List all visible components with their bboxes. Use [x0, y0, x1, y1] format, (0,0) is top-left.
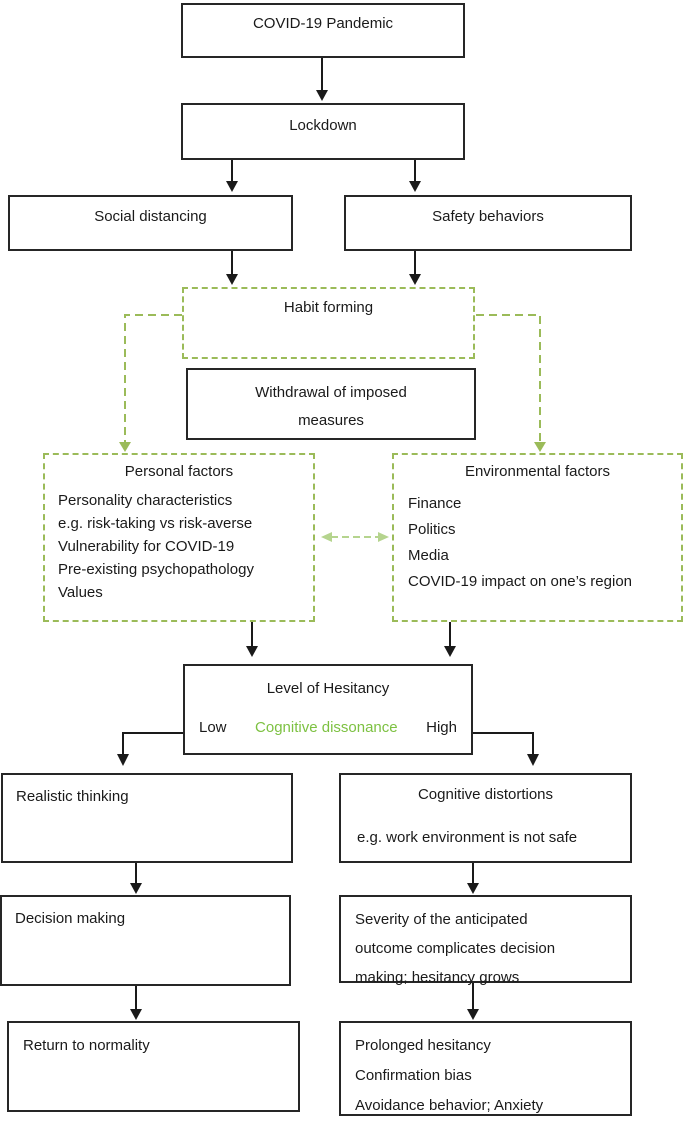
node-label: Decision making — [15, 910, 126, 927]
node-title: Personal factors — [124, 463, 234, 480]
node-label-line: outcome complicates decision — [355, 940, 556, 957]
node-withdrawal-of-measures: Withdrawal of imposed measures — [186, 368, 476, 440]
list-item: Politics — [408, 521, 456, 538]
node-label-line: Severity of the anticipated — [355, 911, 528, 928]
node-safety-behaviors: Safety behaviors — [344, 195, 632, 251]
node-label: Lockdown — [289, 117, 357, 134]
node-label-line: Withdrawal of imposed — [255, 384, 407, 401]
node-label-line: measures — [298, 412, 364, 429]
node-label: Safety behaviors — [432, 208, 544, 225]
list-item: e.g. risk-taking vs risk-averse — [58, 515, 253, 532]
node-title: Cognitive distortions — [417, 786, 554, 803]
cognitive-dissonance-label: Cognitive dissonance — [255, 719, 398, 736]
node-decision-making: Decision making — [0, 895, 291, 986]
list-item: Pre-existing psychopathology — [58, 561, 254, 578]
list-item: COVID-19 impact on one’s region — [408, 573, 633, 590]
node-label: COVID-19 Pandemic — [252, 15, 394, 32]
node-severity-of-outcome: Severity of the anticipated outcome comp… — [339, 895, 632, 986]
list-item: Avoidance behavior; Anxiety — [355, 1097, 544, 1114]
node-return-to-normality: Return to normality — [7, 1021, 300, 1112]
list-item: Confirmation bias — [355, 1067, 472, 1084]
node-label: Habit forming — [283, 299, 374, 316]
node-example-text: e.g. work environment is not safe — [357, 829, 578, 846]
node-title: Level of Hesitancy — [266, 680, 390, 697]
node-realistic-thinking: Realistic thinking — [1, 773, 293, 863]
list-item: Prolonged hesitancy — [355, 1037, 491, 1054]
hesitancy-scale-row: Low Cognitive dissonance High — [185, 718, 471, 738]
node-label-line: making; hesitancy grows — [355, 969, 520, 986]
node-cognitive-distortions: Cognitive distortions e.g. work environm… — [339, 773, 632, 863]
node-lockdown: Lockdown — [181, 103, 465, 160]
node-title: Environmental factors — [464, 463, 611, 480]
double-headed-arrow — [321, 532, 389, 542]
node-label: Return to normality — [23, 1037, 150, 1054]
node-social-distancing: Social distancing — [8, 195, 293, 251]
node-prolonged-hesitancy: Prolonged hesitancy Confirmation bias Av… — [339, 1021, 632, 1116]
list-item: Values — [58, 584, 103, 601]
scale-low-label: Low — [199, 719, 227, 736]
node-level-of-hesitancy: Level of Hesitancy Low Cognitive dissona… — [183, 664, 473, 755]
node-covid-pandemic: COVID-19 Pandemic — [181, 3, 465, 58]
list-item: Finance — [408, 495, 462, 512]
list-item: Personality characteristics — [58, 492, 233, 509]
list-item: Vulnerability for COVID-19 — [58, 538, 235, 555]
list-item: Media — [408, 547, 449, 564]
node-habit-forming: Habit forming — [182, 287, 475, 359]
node-personal-factors: Personal factors Personality characteris… — [43, 453, 315, 622]
node-label: Realistic thinking — [16, 788, 129, 805]
scale-high-label: High — [426, 719, 457, 736]
node-environmental-factors: Environmental factors Finance Politics M… — [392, 453, 683, 622]
node-label: Social distancing — [94, 208, 207, 225]
